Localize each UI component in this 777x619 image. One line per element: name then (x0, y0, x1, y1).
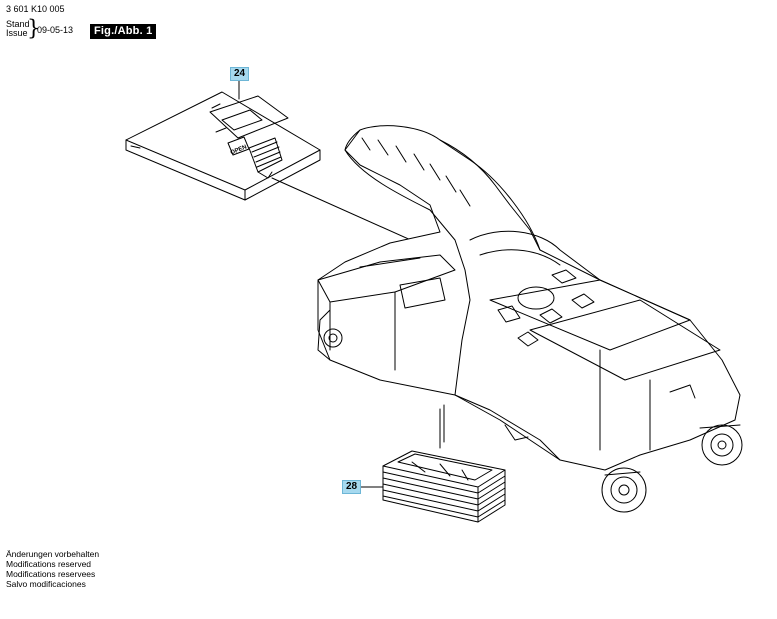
cover-open-marking: OPEN (230, 144, 248, 156)
note-de: Änderungen vorbehalten (6, 549, 100, 559)
issue-labels: Stand Issue (6, 20, 30, 38)
brace-glyph: } (27, 16, 41, 40)
battery-pack-illustration (382, 450, 506, 523)
note-en: Modifications reserved (6, 559, 92, 569)
notes-block: Änderungen vorbehalten Modifications res… (6, 549, 99, 589)
battery-cover-illustration (125, 91, 321, 201)
figure-label: Fig./Abb. 1 (90, 24, 157, 39)
wall-scanner-illustration (317, 125, 743, 513)
part-number: 3 601 K10 005 (6, 4, 65, 14)
callout-28: 28 (342, 480, 362, 494)
note-es: Salvo modificaciones (6, 579, 86, 589)
issue-date: 09-05-13 (37, 25, 74, 35)
issue-label-en: Issue (6, 28, 28, 38)
issue-label-de: Stand (6, 19, 30, 29)
callout-24: 24 (230, 67, 250, 81)
issue-block: Stand Issue } 09-05-13 Fig./Abb. 1 (6, 16, 176, 44)
note-fr: Modifications reservees (6, 569, 96, 579)
